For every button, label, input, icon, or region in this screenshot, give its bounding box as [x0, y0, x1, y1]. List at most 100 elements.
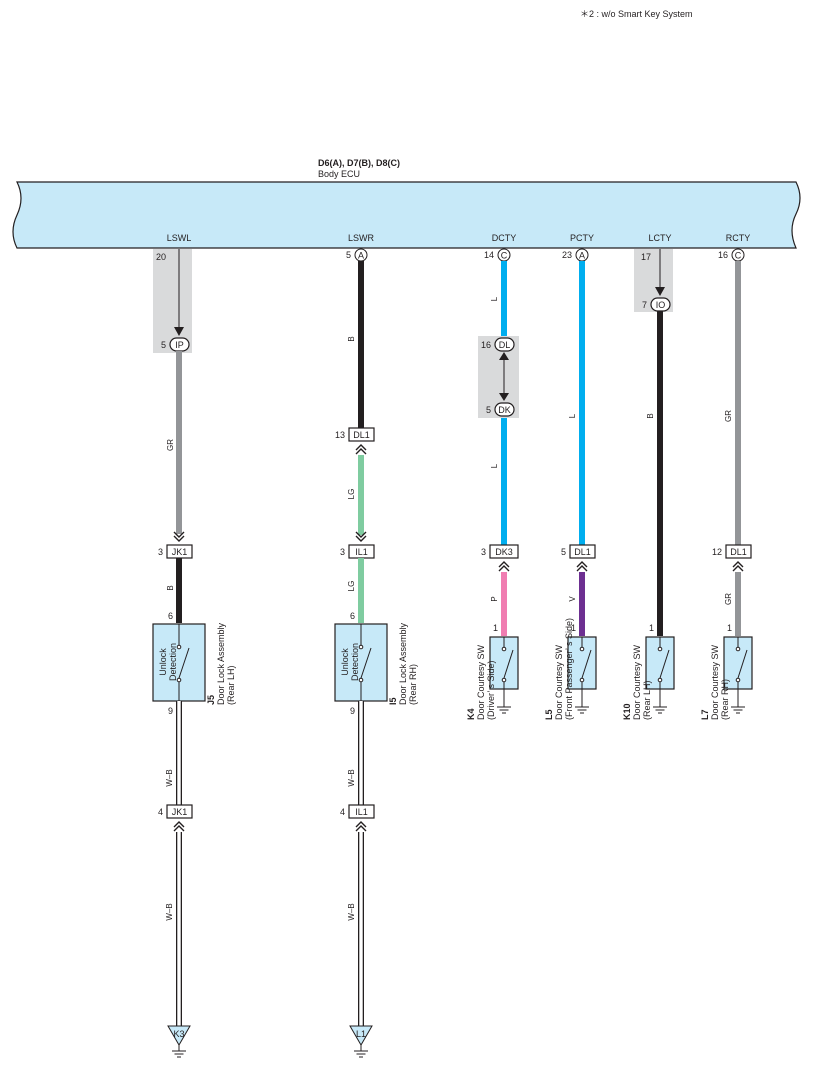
connector-label: DK3	[495, 547, 513, 557]
ecu-name: Body ECU	[318, 169, 360, 179]
junction-label: IO	[656, 300, 666, 310]
arrow-up-icon	[499, 352, 509, 360]
connector-dl1	[725, 544, 752, 559]
terminal-dcty: DCTY	[492, 233, 517, 243]
terminal-rcty: RCTY	[726, 233, 751, 243]
component-pin-bottom: 9	[350, 706, 355, 716]
circuit-lswr: 5 A B DL1 13 LG IL1 3 LG 6 UnlockDetecti…	[334, 248, 418, 1058]
wire-color-label: W–B	[347, 769, 356, 786]
circuit-rcty: 16 C GR DL1 12 GR 1 L7 Door Courtesy SW(…	[700, 248, 753, 720]
component-code: L7	[700, 709, 710, 720]
ground-point-label: K3	[173, 1029, 184, 1039]
connector-pin: 4	[340, 807, 345, 817]
component-inner-label: UnlockDetection	[158, 643, 178, 681]
wire-color-label: W–B	[347, 903, 356, 920]
junction-pin: 16	[481, 340, 491, 350]
ecu-connectors: D6(A), D7(B), D8(C)	[318, 158, 400, 168]
terminal-pcty: PCTY	[570, 233, 594, 243]
ground-point-label: L1	[356, 1029, 366, 1039]
connector-dk3	[489, 544, 519, 559]
ecu-connector-letter: A	[579, 251, 585, 261]
ecu-pin: 16	[718, 250, 728, 260]
junction-dk	[494, 402, 515, 417]
junction-label: DK	[498, 405, 511, 415]
ecu-connector-letter: C	[501, 251, 508, 261]
component-pin-bottom: 9	[168, 706, 173, 716]
junction-dl	[494, 337, 515, 352]
connector-dl1	[569, 544, 596, 559]
connector-il1-lower	[348, 804, 375, 819]
body-ecu-box	[12, 181, 801, 249]
ground-point-k3	[167, 1025, 191, 1046]
ecu-pin: 20	[156, 252, 166, 262]
connector-label: IL1	[355, 807, 368, 817]
component-name: Door Courtesy SW(Rear RH)	[710, 644, 730, 720]
connector-pin: 3	[340, 547, 345, 557]
component-code: K4	[466, 708, 476, 720]
wire-color-label: W–B	[165, 903, 174, 920]
wire-color-label: GR	[724, 593, 733, 605]
connector-label: JK1	[172, 807, 188, 817]
connector-pin: 12	[712, 547, 722, 557]
component-pin: 1	[493, 623, 498, 633]
component-pin: 1	[571, 623, 576, 633]
connector-jk1-pin: 3	[158, 547, 163, 557]
component-name: Door Courtesy SW(Rear LH)	[632, 644, 652, 720]
circuit-lswl: 20 IP 5 GR JK1 3 B 6 UnlockDetection J5 …	[152, 249, 236, 1058]
arrow-down-icon	[655, 287, 665, 296]
connector-jk1-label: JK1	[172, 547, 188, 557]
ground-point-l1	[349, 1025, 373, 1046]
wire-color-label: P	[490, 596, 499, 601]
terminal-lcty: LCTY	[648, 233, 671, 243]
component-pin: 1	[727, 623, 732, 633]
component-code: I5	[388, 697, 398, 705]
component-pin: 1	[649, 623, 654, 633]
component-name: Door Courtesy SW(Driver’ s Side)	[476, 644, 496, 720]
connector-jk1-lower	[166, 804, 193, 819]
component-pin-top: 6	[168, 611, 173, 621]
wire-color-label: V	[568, 596, 577, 602]
circuit-lcty: 17 IO 7 B 1 K10 Door Courtesy SW(Rear LH…	[622, 249, 675, 720]
component-pin-top: 6	[350, 611, 355, 621]
shaded-junction-area	[153, 249, 192, 353]
connector-pin: 13	[335, 430, 345, 440]
wire-color-label: B	[646, 413, 655, 418]
wire-color-label: LG	[347, 581, 356, 592]
component-name: Door Lock Assembly(Rear LH)	[216, 622, 236, 705]
wire-color-label: L	[490, 296, 499, 301]
wire-color-label: B	[166, 585, 175, 590]
connector-label: DL1	[730, 547, 747, 557]
junction-label: DL	[499, 340, 511, 350]
connector-pin: 3	[481, 547, 486, 557]
terminal-lswr: LSWR	[348, 233, 375, 243]
arrow-down-icon	[499, 393, 509, 401]
ecu-pin: 17	[641, 252, 651, 262]
junction-pin: 5	[486, 405, 491, 415]
footnote: ＊2 : w/o Smart Key System	[580, 9, 693, 19]
ecu-pin: 14	[484, 250, 494, 260]
wire-color-label: GR	[166, 439, 175, 451]
component-name: Door Lock Assembly(Rear RH)	[398, 622, 418, 705]
arrow-down-icon	[174, 327, 184, 336]
wire-color-label: B	[347, 336, 356, 341]
component-code: J5	[206, 695, 216, 705]
component-code: L5	[544, 709, 554, 720]
terminal-lswl: LSWL	[167, 233, 192, 243]
wire-color-label: L	[490, 463, 499, 468]
junction-pin: 7	[642, 300, 647, 310]
circuit-pcty: 23 A L DL1 5 V 1 L5 Door Courtesy SW(Fro…	[544, 248, 597, 720]
wire-color-label: LG	[347, 489, 356, 500]
connector-label: IL1	[355, 547, 368, 557]
component-name: Door Courtesy SW(Front Passenger’ s Side…	[554, 618, 574, 720]
connector-dl1	[348, 427, 375, 442]
connector-pin: 4	[158, 807, 163, 817]
connector-label: DL1	[353, 430, 370, 440]
connector-label: DL1	[574, 547, 591, 557]
circuit-dcty: 14 C L DL 16 DK 5 L DK3 3 P 1 K4 Door Co…	[466, 248, 519, 720]
wire-color-label: L	[568, 413, 577, 418]
ecu-connector-letter: C	[735, 251, 742, 261]
junction-ip-pin: 5	[161, 340, 166, 350]
connector-pin: 5	[561, 547, 566, 557]
junction-ip-label: IP	[175, 340, 184, 350]
